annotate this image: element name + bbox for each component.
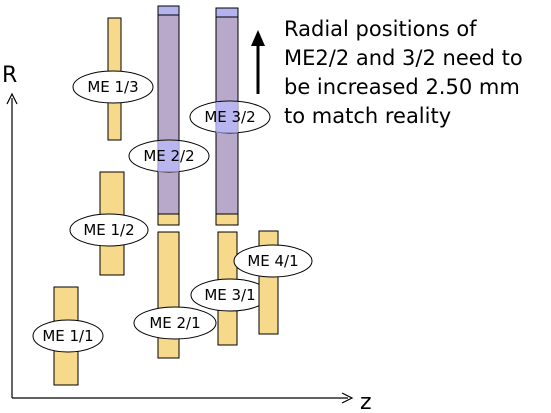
chamber-me-1-2-tag xyxy=(69,213,149,247)
chamber-me-1-1-label: ME 1/1 xyxy=(42,327,93,345)
chamber-me-4-1-label: ME 4/1 xyxy=(247,252,298,270)
increase-arrow-head xyxy=(251,30,265,46)
r-axis-arrowhead xyxy=(6,92,18,105)
chamber-me-2-2-cap xyxy=(157,5,180,16)
r-axis-label: R xyxy=(2,63,17,88)
chamber-me-2-2-bottom-segment xyxy=(157,213,180,226)
chamber-me-3-2-cap xyxy=(215,7,239,18)
note-line-3: be increased 2.50 mm xyxy=(284,75,520,99)
note-line-2: ME2/2 and 3/2 need to xyxy=(284,46,523,70)
axes: R z xyxy=(2,63,372,413)
chamber-me-1-3-label: ME 1/3 xyxy=(87,78,138,96)
chamber-me-2-2-overlap xyxy=(158,141,179,172)
note-line-1: Radial positions of xyxy=(284,17,477,41)
chamber-me-1-1-tag xyxy=(32,319,104,353)
chamber-me-3-2: ME 3/2 xyxy=(189,7,271,226)
chamber-me-1-3-tag xyxy=(72,70,154,104)
chamber-me-2-2-bar xyxy=(157,5,180,215)
chamber-me-4-1: ME 4/1 xyxy=(233,230,313,335)
chamber-me-2-1-label: ME 2/1 xyxy=(149,314,200,332)
increase-arrow xyxy=(251,30,265,94)
chamber-me-1-1: ME 1/1 xyxy=(32,286,104,386)
chamber-me-3-1: ME 3/1 xyxy=(190,231,270,346)
z-axis-label: z xyxy=(360,390,372,413)
chamber-me-1-3: ME 1/3 xyxy=(72,17,154,141)
z-axis-arrowhead xyxy=(341,392,354,404)
note-line-4: to match reality xyxy=(284,104,451,128)
chamber-me-3-2-overlap xyxy=(216,102,238,133)
annotation-note: Radial positions of ME2/2 and 3/2 need t… xyxy=(284,17,523,128)
chamber-me-1-2: ME 1/2 xyxy=(69,171,149,276)
chamber-me-2-1: ME 2/1 xyxy=(133,231,217,359)
chamber-me-3-2-label: ME 3/2 xyxy=(204,108,255,126)
chamber-me-3-1-label: ME 3/1 xyxy=(204,286,255,304)
chamber-me-2-2: ME 2/2 xyxy=(128,5,210,226)
chamber-me-4-1-tag xyxy=(233,244,313,278)
chamber-me-3-2-bottom-segment xyxy=(215,213,239,226)
chamber-me-2-2-label: ME 2/2 xyxy=(143,147,194,165)
chamber-me-2-1-tag xyxy=(133,306,217,340)
chamber-me-1-2-label: ME 1/2 xyxy=(83,221,134,239)
